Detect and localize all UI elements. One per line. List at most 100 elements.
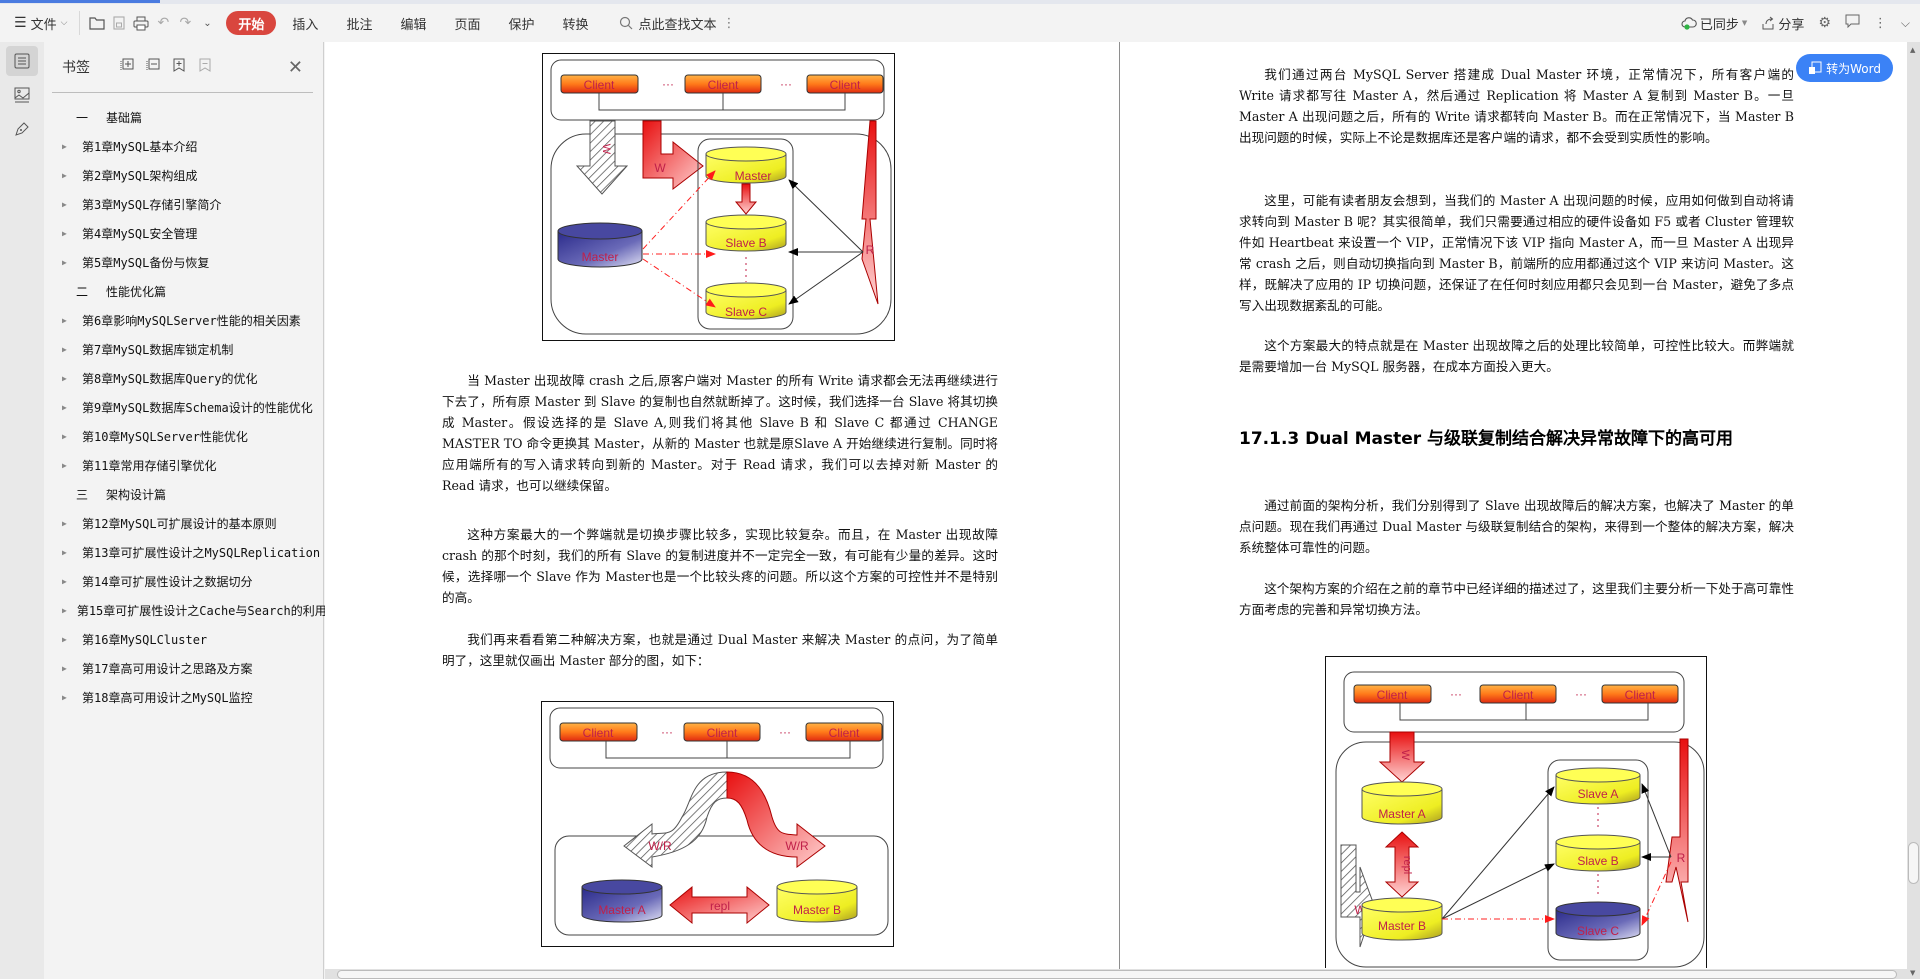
save-icon[interactable] [108, 12, 130, 34]
more-vertical-icon[interactable]: ⋮ [1873, 15, 1887, 31]
tab-annotate[interactable]: 批注 [346, 17, 373, 33]
client-label: Client [1625, 688, 1656, 702]
expand-triangle-icon[interactable]: ▶ [62, 432, 67, 441]
section-number: 一 [76, 111, 89, 125]
open-folder-icon[interactable] [86, 12, 108, 34]
write-arrow-label: W [1399, 750, 1411, 761]
bookmark-section[interactable]: 二性能优化篇 [44, 277, 323, 306]
expand-triangle-icon[interactable]: ▶ [62, 519, 67, 528]
bookmark-section[interactable]: 一基础篇 [44, 103, 323, 132]
tab-start[interactable]: 开始 [226, 11, 277, 35]
bookmark-item[interactable]: ▶第13章可扩展性设计之MySQLReplication [44, 538, 323, 567]
sync-label: 已同步 [1699, 17, 1739, 33]
close-panel-icon[interactable]: ✕ [287, 57, 303, 78]
toolbar-divider [79, 11, 81, 35]
expand-triangle-icon[interactable]: ▶ [62, 142, 67, 151]
convert-button-label: 转为Word [1826, 61, 1881, 76]
expand-triangle-icon[interactable]: ▶ [62, 374, 67, 383]
expand-triangle-icon[interactable]: ▶ [62, 664, 67, 673]
bookmark-item[interactable]: ▶第6章影响MySQLServer性能的相关因素 [44, 306, 323, 335]
bookmark-item[interactable]: ▶第7章MySQL数据库锁定机制 [44, 335, 323, 364]
expand-triangle-icon[interactable]: ▶ [62, 635, 67, 644]
expand-triangle-icon[interactable]: ▶ [62, 229, 67, 238]
bookmark-item[interactable]: ▶第8章MySQL数据库Query的优化 [44, 364, 323, 393]
bookmark-label: 第18章高可用设计之MySQL监控 [82, 691, 253, 705]
bookmark-item[interactable]: ▶第11章常用存储引擎优化 [44, 451, 323, 480]
sync-status-button[interactable]: 已同步 ▼ [1681, 9, 1747, 37]
expand-triangle-icon[interactable]: ▶ [62, 200, 67, 209]
bookmark-label: 架构设计篇 [106, 488, 167, 502]
expand-triangle-icon[interactable]: ▶ [62, 461, 67, 470]
repl-label: repl [1401, 856, 1413, 874]
active-window-tab-indicator [0, 0, 160, 3]
tab-protect[interactable]: 保护 [508, 17, 535, 33]
expand-all-icon[interactable] [120, 58, 134, 76]
vertical-scroll-thumb[interactable] [1908, 842, 1919, 884]
settings-gear-icon[interactable]: ⚙ [1818, 15, 1831, 31]
bookmark-item[interactable]: ▶第4章MySQL安全管理 [44, 219, 323, 248]
bookmark-item[interactable]: ▶ 第18章高可用设计之MySQL监控 [44, 683, 323, 712]
write-arrow-label: W [654, 161, 666, 175]
expand-triangle-icon[interactable]: ▶ [62, 258, 67, 267]
scroll-up-arrow-icon[interactable]: ▲ [1910, 46, 1916, 54]
bookmark-item[interactable]: ▶第14章可扩展性设计之数据切分 [44, 567, 323, 596]
slave-b-label: Slave B [1577, 854, 1618, 868]
master-a-label: Master A [598, 903, 645, 917]
thumbnail-panel-toggle[interactable] [6, 80, 38, 110]
bookmark-item[interactable]: ▶第12章MySQL可扩展设计的基本原则 [44, 509, 323, 538]
collapse-ribbon-chevron-icon[interactable]: ⌵ [1900, 15, 1910, 30]
delete-bookmark-icon[interactable] [198, 58, 212, 76]
tab-convert[interactable]: 转换 [562, 17, 589, 33]
horizontal-scrollbar[interactable] [325, 969, 1907, 979]
bookmark-panel-toggle[interactable] [6, 46, 38, 76]
bookmark-item[interactable]: ▶第15章可扩展性设计之Cache与Search的利用 [44, 596, 327, 625]
expand-triangle-icon[interactable]: ▶ [62, 548, 67, 557]
cloud-synced-icon [1681, 17, 1697, 30]
expand-triangle-icon[interactable]: ▶ [62, 171, 67, 180]
master-db-label: Master [735, 169, 772, 183]
vertical-scrollbar[interactable]: ▲ ▼ [1907, 42, 1920, 979]
bookmark-item[interactable]: ▶第2章MySQL架构组成 [44, 161, 323, 190]
scroll-down-arrow-icon[interactable]: ▼ [1910, 969, 1916, 977]
expand-triangle-icon[interactable]: ▶ [62, 606, 67, 615]
bookmark-item[interactable]: ▶ 第3章MySQL存储引擎简介 [44, 190, 323, 219]
expand-triangle-icon[interactable]: ▶ [62, 577, 67, 586]
bookmark-label: 第3章MySQL存储引擎简介 [82, 198, 222, 212]
bookmark-item[interactable]: ▶第17章高可用设计之思路及方案 [44, 654, 323, 683]
read-arrow-label: R [866, 243, 875, 257]
collapse-all-icon[interactable] [146, 58, 160, 76]
add-bookmark-icon[interactable] [172, 58, 186, 76]
tab-page[interactable]: 页面 [454, 17, 481, 33]
tab-insert[interactable]: 插入 [292, 17, 319, 33]
more-vertical-icon[interactable]: ⋮ [722, 15, 736, 31]
expand-triangle-icon[interactable]: ▶ [62, 316, 67, 325]
expand-triangle-icon[interactable]: ▶ [62, 345, 67, 354]
undo-icon[interactable]: ↶ [157, 15, 170, 31]
bookmark-item[interactable]: ▶ 第16章MySQLCluster [44, 625, 323, 654]
bookmark-item[interactable]: ▶ 第5章MySQL备份与恢复 [44, 248, 323, 277]
bookmark-section[interactable]: 三架构设计篇 [44, 480, 323, 509]
tab-edit[interactable]: 编辑 [400, 17, 427, 33]
bookmark-item[interactable]: ▶第10章MySQLServer性能优化 [44, 422, 323, 451]
wr-left-label: W/R [648, 839, 672, 853]
redo-icon[interactable]: ↷ [179, 15, 192, 31]
bookmark-label: 第16章MySQLCluster [82, 633, 208, 647]
annotation-panel-toggle[interactable] [6, 114, 38, 144]
bookmark-panel-header: 书签 ✕ [44, 42, 323, 92]
expand-triangle-icon[interactable]: ▶ [62, 403, 67, 412]
client-label: Client [829, 726, 860, 740]
print-icon[interactable] [130, 12, 152, 34]
expand-triangle-icon[interactable]: ▶ [62, 693, 67, 702]
share-button[interactable]: 分享 [1761, 9, 1804, 37]
file-menu-button[interactable]: ☰ 文件 ⌵ [8, 9, 73, 37]
horizontal-scroll-thumb[interactable] [337, 970, 1897, 979]
bookmark-item[interactable]: ▶第9章MySQL数据库Schema设计的性能优化 [44, 393, 323, 422]
master-b-label: Master B [1378, 919, 1426, 933]
find-text-search[interactable]: 点此查找文本 ⋮ [609, 14, 736, 33]
convert-to-word-button[interactable]: 转为Word [1796, 54, 1893, 82]
slave-a-label: Slave A [1578, 787, 1619, 801]
comment-icon[interactable] [1845, 14, 1860, 32]
bookmark-label: 第5章MySQL备份与恢复 [82, 256, 210, 270]
quick-access-dropdown-icon[interactable]: ⌄ [203, 17, 212, 29]
bookmark-item[interactable]: ▶第1章MySQL基本介绍 [44, 132, 323, 161]
